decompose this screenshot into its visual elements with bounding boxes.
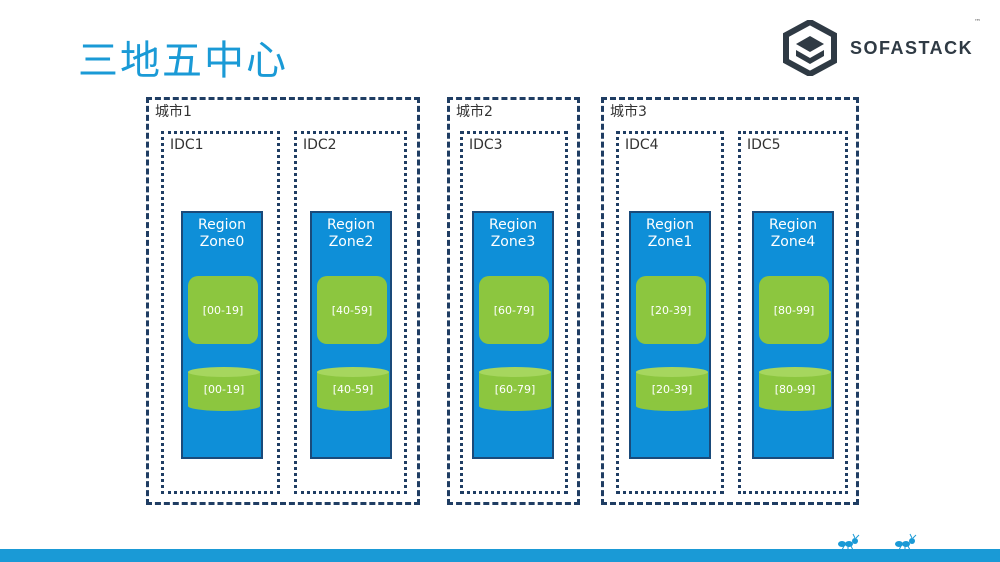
city-3-group: 城市3 <box>601 97 859 505</box>
page-title: 三地五中心 <box>78 38 288 84</box>
trademark-mark: ™ <box>974 18 981 26</box>
zone-region-label: Region <box>646 217 694 233</box>
idc-3: IDC3 <box>460 131 568 494</box>
sofastack-logo-icon <box>783 20 837 76</box>
brand-name: SOFASTACK <box>850 38 974 58</box>
footer-bar <box>0 549 1000 562</box>
idc-4: IDC4 <box>616 131 724 494</box>
idc-label: IDC4 <box>625 137 659 153</box>
shard-range-box: [40-59] <box>317 276 387 344</box>
idc-label: IDC5 <box>747 137 781 153</box>
region-zone-2: Region Zone2 [40-59] [40-59] <box>310 211 392 459</box>
idc-1: IDC1 <box>161 131 280 494</box>
zone-region-label: Region <box>198 217 246 233</box>
zone-name-label: Zone4 <box>770 234 816 250</box>
city-label: 城市3 <box>610 104 647 120</box>
zone-name-label: Zone0 <box>199 234 245 250</box>
region-zone-0: Region Zone0 [00-19] [00-19] <box>181 211 263 459</box>
db-range-label: [80-99] <box>774 383 816 396</box>
database-cylinder-icon: [80-99] <box>759 367 831 411</box>
region-zone-3: Region Zone3 [60-79] [60-79] <box>472 211 554 459</box>
idc-label: IDC1 <box>170 137 204 153</box>
shard-range-box: [60-79] <box>479 276 549 344</box>
db-range-label: [20-39] <box>651 383 693 396</box>
database-cylinder-icon: [00-19] <box>188 367 260 411</box>
idc-label: IDC3 <box>469 137 503 153</box>
database-cylinder-icon: [20-39] <box>636 367 708 411</box>
database-cylinder-icon: [40-59] <box>317 367 389 411</box>
idc-label: IDC2 <box>303 137 337 153</box>
idc-5: IDC5 <box>738 131 848 494</box>
zone-name-label: Zone2 <box>328 234 374 250</box>
shard-range-box: [80-99] <box>759 276 829 344</box>
zone-region-label: Region <box>769 217 817 233</box>
db-range-label: [40-59] <box>332 383 374 396</box>
zone-region-label: Region <box>489 217 537 233</box>
city-label: 城市2 <box>456 104 493 120</box>
brand-logo: SOFASTACK ™ <box>782 18 982 78</box>
zone-region-label: Region <box>327 217 375 233</box>
city-1-group: 城市1 <box>146 97 420 505</box>
shard-range-box: [00-19] <box>188 276 258 344</box>
region-zone-1: Region Zone1 [20-39] [20-39] <box>629 211 711 459</box>
city-label: 城市1 <box>155 104 192 120</box>
ant-mascot-icon <box>838 533 860 551</box>
region-zone-4: Region Zone4 [80-99] [80-99] <box>752 211 834 459</box>
zone-name-label: Zone1 <box>647 234 693 250</box>
shard-range-box: [20-39] <box>636 276 706 344</box>
database-cylinder-icon: [60-79] <box>479 367 551 411</box>
zone-name-label: Zone3 <box>490 234 536 250</box>
db-range-label: [00-19] <box>203 383 245 396</box>
city-2-group: 城市2 <box>447 97 580 505</box>
idc-2: IDC2 <box>294 131 407 494</box>
db-range-label: [60-79] <box>494 383 536 396</box>
